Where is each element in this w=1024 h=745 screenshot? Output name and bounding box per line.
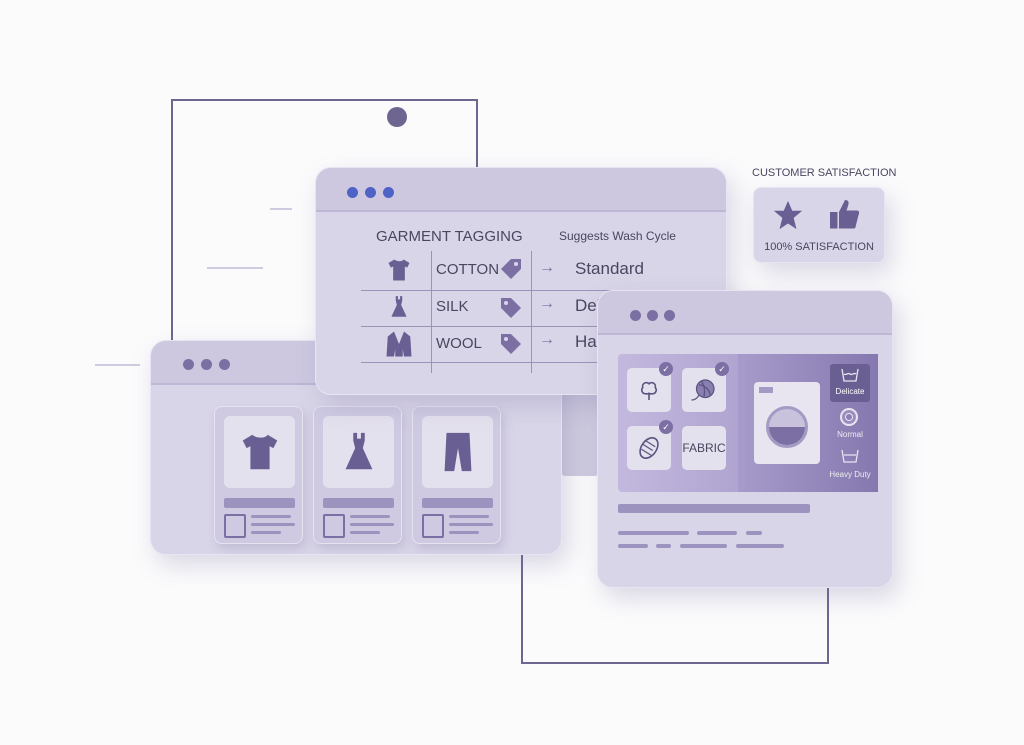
garment-card-dress[interactable] [313,406,402,544]
window-dot [647,310,658,321]
fabric-label: SILK [436,298,469,315]
pants-icon [422,416,493,488]
satisfaction-label: 100% SATISFACTION [764,241,874,253]
background-panel [560,392,600,476]
tagging-title: GARMENT TAGGING [376,228,523,245]
window-header [316,168,726,212]
star-icon [773,200,803,230]
analysis-area: ✓ ✓ ✓ FABRIC Delicate Normal Heavy Duty [618,354,878,492]
fabric-detection-window: ✓ ✓ ✓ FABRIC Delicate Normal Heavy Duty [597,290,893,588]
wash-care-icon [323,514,345,538]
garment-card-pants[interactable] [412,406,501,544]
divider [207,267,263,269]
dress-icon [323,416,394,488]
shirt-icon [224,416,295,488]
outline-frame [171,99,173,344]
cycle-option-delicate[interactable]: Delicate [830,364,870,402]
outline-frame [171,99,478,101]
delicate-wash-icon [841,368,859,382]
wash-cycle: Standard [575,259,644,278]
satisfaction-card: 100% SATISFACTION [753,187,885,263]
outline-frame [476,99,478,169]
jacket-icon [386,331,412,357]
pin-dot [387,107,407,127]
washing-machine-icon [754,382,820,464]
window-dot [365,187,376,198]
thumbs-up-icon [830,200,860,229]
normal-wash-icon [840,408,858,426]
shirt-icon [388,259,410,281]
outline-frame [827,585,829,664]
window-dot [347,187,358,198]
satisfaction-heading: CUSTOMER SATISFACTION [752,167,897,179]
tag-icon [501,259,521,279]
fabric-tile[interactable]: FABRIC [682,426,726,470]
outline-frame [521,470,523,664]
fabric-label: WOOL [436,335,482,352]
tagging-subtitle: Suggests Wash Cycle [559,229,676,243]
fabric-label: COTTON [436,261,500,278]
cycle-option-normal[interactable]: Normal [826,406,874,444]
divider [270,208,292,210]
check-icon: ✓ [715,362,729,376]
window-dot [630,310,641,321]
garment-catalog-window [150,340,562,555]
window-dot [383,187,394,198]
wash-care-icon [422,514,444,538]
dress-icon [391,296,407,317]
check-icon: ✓ [659,362,673,376]
wash-care-icon [224,514,246,538]
heavy-wash-icon [841,449,859,463]
check-icon: ✓ [659,420,673,434]
divider [95,364,140,366]
tag-icon [501,334,521,354]
window-dot [219,359,230,370]
window-dot [664,310,675,321]
cycle-option-heavy-duty[interactable]: Heavy Duty [822,446,878,486]
tag-icon [501,298,521,318]
window-dot [201,359,212,370]
window-dot [183,359,194,370]
wash-cycle: Del [575,296,601,315]
outline-frame [521,662,829,664]
garment-card-shirt[interactable] [214,406,303,544]
window-header [598,291,892,335]
wash-cycle: Ha [575,332,597,351]
